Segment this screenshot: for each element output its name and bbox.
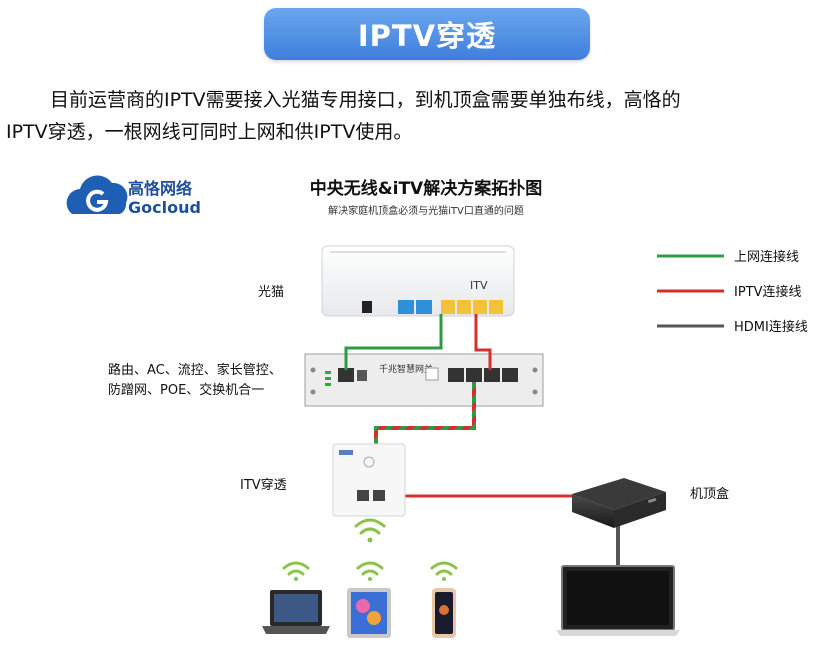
laptop-icon — [262, 590, 330, 634]
legend: 上网连接线 IPTV连接线 HDMI连接线 — [657, 249, 808, 335]
tablet-icon — [347, 588, 391, 638]
internet-cable-modem-router — [344, 314, 443, 370]
panel-port-1 — [357, 490, 369, 501]
router-label-line-2: 防蹭网、POE、交换机合一 — [108, 382, 264, 398]
router-lan-port-3 — [484, 368, 500, 382]
router-gateway: 千兆智慧网关 — [304, 353, 544, 407]
logo-cn: 高恪网络 — [128, 179, 192, 198]
wifi-icon-phone — [430, 561, 458, 581]
router-lan-port-2 — [466, 368, 482, 382]
diagram-title: 中央无线&iTV解决方案拓扑图 — [310, 178, 542, 199]
router-lan-port-1 — [448, 368, 464, 382]
modem-label: 光猫 — [258, 285, 284, 300]
legend-label-internet: 上网连接线 — [734, 249, 799, 265]
panel-port-2 — [373, 490, 385, 501]
router-badge: 千兆智慧网关 — [379, 363, 433, 375]
diagram-subtitle: 解决家庭机顶盒必须与光猫iTV口直通的问题 — [328, 204, 524, 217]
iptv-cable-modem-router — [474, 314, 492, 370]
logo-en: Gocloud — [128, 198, 201, 217]
optical-modem — [321, 245, 515, 317]
phone-icon — [432, 588, 456, 638]
legend-label-hdmi: HDMI连接线 — [734, 319, 808, 335]
itv-port-label: ITV — [470, 279, 488, 292]
modem-port-lan-4 — [489, 300, 503, 314]
itv-wall-panel — [332, 443, 406, 517]
modem-port-blue-1 — [398, 300, 414, 314]
gocloud-logo: 高恪网络 Gocloud — [66, 175, 201, 217]
router-wan-port — [338, 368, 354, 382]
wifi-signal-icon — [354, 518, 386, 543]
modem-port-lan-3 — [473, 300, 487, 314]
panel-label: ITV穿透 — [240, 477, 287, 493]
wifi-icon-tablet — [356, 561, 384, 581]
tv-icon — [556, 565, 680, 636]
modem-port-lan-1 — [441, 300, 455, 314]
modem-port-blue-2 — [416, 300, 432, 314]
intro-paragraph: 目前运营商的IPTV需要接入光猫专用接口，到机顶盒需要单独布线，高恪的 IPTV… — [6, 84, 834, 148]
router-lan-port-4 — [502, 368, 518, 382]
stb-label: 机顶盒 — [690, 486, 729, 502]
title-text: IPTV穿透 — [357, 19, 497, 53]
title-banner: IPTV穿透 — [264, 8, 590, 60]
intro-line-2: IPTV穿透，一根网线可同时上网和供IPTV使用。 — [6, 121, 413, 143]
wifi-icon-laptop — [282, 561, 310, 581]
set-top-box — [572, 478, 666, 528]
legend-label-iptv: IPTV连接线 — [734, 284, 802, 300]
modem-port-lan-2 — [457, 300, 471, 314]
router-label-line-1: 路由、AC、流控、家长管控、 — [108, 362, 282, 378]
intro-line-1: 目前运营商的IPTV需要接入光猫专用接口，到机顶盒需要单独布线，高恪的 — [50, 89, 681, 111]
cloud-icon — [66, 175, 128, 214]
